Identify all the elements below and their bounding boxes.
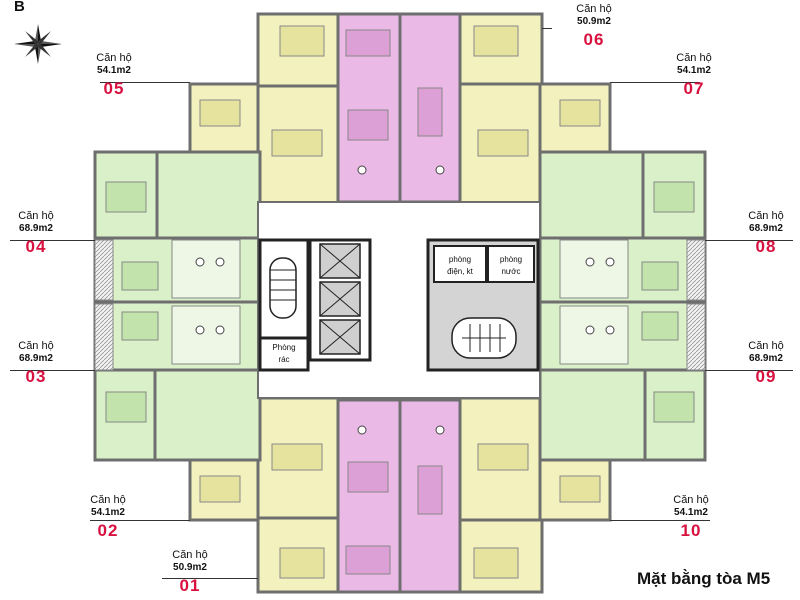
apartment-label-10-title: Căn hộ bbox=[673, 494, 709, 506]
apartment-label-10-area: 54.1m2 bbox=[674, 506, 708, 518]
apartment-label-01-code: 01 bbox=[179, 576, 201, 596]
apartment-08-unit bbox=[538, 150, 707, 304]
leader-03 bbox=[10, 370, 95, 371]
apartment-label-02-code: 02 bbox=[97, 521, 119, 541]
leader-05 bbox=[100, 82, 190, 83]
apartment-03-unit bbox=[93, 300, 262, 462]
apartment-07-unit bbox=[458, 82, 612, 206]
apartment-label-03: Căn hộ 68.9m2 03 bbox=[4, 340, 68, 387]
apartment-label-05-title: Căn hộ bbox=[96, 52, 132, 64]
leader-06 bbox=[542, 28, 552, 29]
apartment-label-05: Căn hộ 54.1m2 05 bbox=[82, 52, 146, 99]
leader-02 bbox=[90, 520, 190, 521]
apartment-06-unit bbox=[458, 12, 544, 88]
apartment-label-06-title: Căn hộ bbox=[576, 3, 612, 15]
block-letter: B bbox=[14, 0, 25, 15]
apartment-label-04: Căn hộ 68.9m2 04 bbox=[4, 210, 68, 257]
apartment-label-10: Căn hộ 54.1m2 10 bbox=[659, 494, 723, 541]
apartment-label-06: Căn hộ 50.9m2 06 bbox=[562, 3, 626, 50]
apartment-label-09-area: 68.9m2 bbox=[749, 352, 783, 364]
apartment-label-08-area: 68.9m2 bbox=[749, 222, 783, 234]
apartment-label-06-code: 06 bbox=[583, 30, 605, 50]
water-room bbox=[487, 245, 535, 283]
bathroom-fixtures bbox=[195, 165, 615, 435]
apartment-label-07-area: 54.1m2 bbox=[677, 64, 711, 76]
apartment-06-unit-north-yellow bbox=[256, 12, 342, 88]
apartment-09-unit bbox=[538, 300, 707, 462]
apartment-label-07-code: 07 bbox=[683, 79, 705, 99]
apartment-label-01-title: Căn hộ bbox=[172, 549, 208, 561]
apartment-label-04-area: 68.9m2 bbox=[19, 222, 53, 234]
electric-room-label-2: điện, kt bbox=[447, 267, 474, 276]
compass-icon bbox=[14, 24, 62, 64]
apartment-label-04-title: Căn hộ bbox=[18, 210, 54, 222]
electric-room bbox=[433, 245, 487, 283]
apartment-label-05-area: 54.1m2 bbox=[97, 64, 131, 76]
leader-04 bbox=[10, 240, 95, 241]
trash-room-label-2: rác bbox=[278, 355, 289, 364]
central-core bbox=[257, 201, 541, 399]
apartment-south-right-yellow bbox=[458, 516, 544, 594]
apartment-label-03-code: 03 bbox=[25, 367, 47, 387]
corridor-south bbox=[398, 398, 464, 594]
apartment-01-unit bbox=[256, 516, 342, 594]
plan-title: Mặt bằng tòa M5 bbox=[637, 569, 771, 588]
corridor-north bbox=[398, 12, 464, 204]
apartment-label-08-code: 08 bbox=[755, 237, 777, 257]
apartment-label-08-title: Căn hộ bbox=[748, 210, 784, 222]
apartment-label-02-title: Căn hộ bbox=[90, 494, 126, 506]
apartment-label-07-title: Căn hộ bbox=[676, 52, 712, 64]
apartment-label-02-area: 54.1m2 bbox=[91, 506, 125, 518]
apartment-label-05-code: 05 bbox=[103, 79, 125, 99]
water-room-label-2: nước bbox=[501, 267, 520, 276]
apartment-label-10-code: 10 bbox=[680, 521, 702, 541]
apartment-label-03-title: Căn hộ bbox=[18, 340, 54, 352]
apartment-label-09: Căn hộ 68.9m2 09 bbox=[734, 340, 798, 387]
electric-room-label-1: phòng bbox=[449, 255, 471, 264]
apartment-pink-north-left bbox=[336, 12, 402, 204]
apartment-label-04-code: 04 bbox=[25, 237, 47, 257]
leader-07 bbox=[610, 82, 700, 83]
apartment-label-09-title: Căn hộ bbox=[748, 340, 784, 352]
leader-09 bbox=[705, 370, 793, 371]
apartment-label-06-area: 50.9m2 bbox=[577, 15, 611, 27]
apartment-pink-south-left bbox=[336, 398, 402, 594]
apartment-label-07: Căn hộ 54.1m2 07 bbox=[662, 52, 726, 99]
leader-10 bbox=[610, 520, 710, 521]
water-room-label-1: phòng bbox=[500, 255, 522, 264]
apartment-04-unit bbox=[93, 150, 262, 304]
apartment-label-02: Căn hộ 54.1m2 02 bbox=[76, 494, 140, 541]
apartment-label-08: Căn hộ 68.9m2 08 bbox=[734, 210, 798, 257]
apartment-label-01-area: 50.9m2 bbox=[173, 561, 207, 573]
leader-01 bbox=[162, 578, 258, 579]
apartment-label-01: Căn hộ 50.9m2 01 bbox=[158, 549, 222, 596]
trash-room-label-1: Phòng bbox=[272, 343, 295, 352]
leader-08 bbox=[705, 240, 793, 241]
apartment-label-03-area: 68.9m2 bbox=[19, 352, 53, 364]
apartment-label-09-code: 09 bbox=[755, 367, 777, 387]
trash-room bbox=[258, 336, 310, 372]
